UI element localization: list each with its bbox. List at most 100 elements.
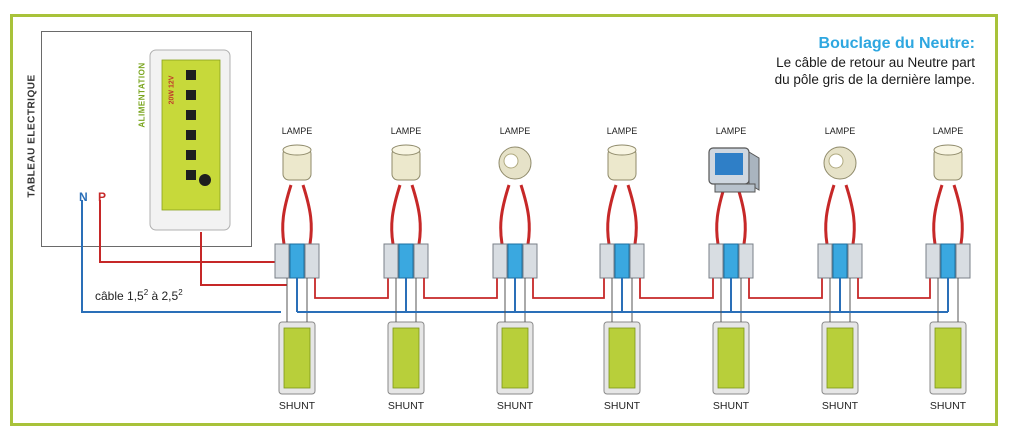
lamp-wire — [281, 184, 293, 245]
lamp-wire — [952, 184, 964, 245]
connector-grey — [708, 243, 724, 279]
shunt-plate — [934, 327, 962, 389]
terminal-screw-icon — [186, 70, 196, 80]
connector-grey — [413, 243, 429, 279]
lamp-wire — [735, 184, 747, 245]
lamp-label: LAMPE — [499, 126, 531, 136]
phase-wire — [99, 200, 287, 263]
power-supply-label: ALIMENTATION — [137, 62, 147, 128]
monitor-side — [748, 151, 760, 191]
shunt-plate — [283, 327, 311, 389]
shunt-plate — [392, 327, 420, 389]
cable-note-middle: à 2,5 — [148, 289, 179, 303]
cylinder-lamp-top — [607, 144, 637, 156]
lamp-label: LAMPE — [932, 126, 964, 136]
cylinder-lamp-top — [391, 144, 421, 156]
connector-grey — [383, 243, 399, 279]
info-title: Bouclage du Neutre: — [818, 35, 975, 52]
lamp-unit — [492, 146, 622, 395]
connector-grey — [599, 243, 615, 279]
connector-blue — [614, 243, 630, 279]
lamp-unit — [817, 146, 948, 395]
shunt-label: SHUNT — [496, 400, 534, 412]
shunt-plate — [717, 327, 745, 389]
monitor-screen — [715, 153, 743, 175]
phase-link-wire — [639, 278, 714, 299]
lamp-wire — [715, 184, 727, 245]
connector-grey — [629, 243, 645, 279]
lamp-wire — [499, 184, 511, 245]
phase-terminal-label: P — [98, 190, 107, 204]
logo-icon — [199, 174, 211, 186]
cable-note-prefix: câble 1,5 — [95, 289, 144, 303]
terminal-screw-icon — [186, 90, 196, 100]
connector-grey — [738, 243, 754, 279]
terminal-screw-icon — [186, 110, 196, 120]
lamp-label: LAMPE — [824, 126, 856, 136]
cylinder-lamp-top — [282, 144, 312, 156]
lamp-unit — [925, 144, 971, 395]
terminal-screw-icon — [186, 150, 196, 160]
lamp-wire — [519, 184, 531, 245]
terminal-screw-icon — [186, 170, 196, 180]
monitor-base — [714, 183, 756, 193]
connector-blue — [507, 243, 523, 279]
cable-note: câble 1,52 à 2,52 — [95, 288, 183, 303]
connector-blue — [723, 243, 739, 279]
spot-lamp-lens — [503, 153, 519, 169]
connector-blue — [289, 243, 305, 279]
cylinder-lamp-top — [933, 144, 963, 156]
power-supply-rating: 20W 12V — [168, 75, 176, 105]
info-line: Le câble de retour au Neutre part — [776, 55, 975, 70]
phase-link-wire — [748, 278, 823, 299]
lamp-label: LAMPE — [281, 126, 313, 136]
shunt-label: SHUNT — [712, 400, 750, 412]
shunt-label: SHUNT — [821, 400, 859, 412]
power-supply — [149, 49, 231, 231]
info-line: du pôle gris de la dernière lampe. — [774, 72, 975, 87]
lamp-wire — [844, 184, 856, 245]
lamp-wire — [410, 184, 422, 245]
cable-note-exp: 2 — [178, 288, 183, 297]
lamp-unit — [599, 144, 731, 395]
spot-lamp-lens — [828, 153, 844, 169]
lamp-unit — [383, 144, 515, 395]
lamp-wire — [932, 184, 944, 245]
connector-grey — [955, 243, 971, 279]
lamp-label: LAMPE — [606, 126, 638, 136]
info-box: Bouclage du Neutre: Le câble de retour a… — [775, 34, 975, 88]
connector-grey — [492, 243, 508, 279]
lamp-wire — [824, 184, 836, 245]
lamp-wire — [301, 184, 313, 245]
shunt-label: SHUNT — [603, 400, 641, 412]
shunt-plate — [826, 327, 854, 389]
neutral-wire — [81, 200, 281, 313]
shunt-label: SHUNT — [278, 400, 316, 412]
shunt-label: SHUNT — [929, 400, 967, 412]
lamp-unit — [708, 147, 840, 395]
connector-grey — [817, 243, 833, 279]
phase-wire-psu — [200, 232, 287, 286]
phase-link-wire — [857, 278, 931, 299]
lamp-wire — [606, 184, 618, 245]
cable-note-exp: 2 — [143, 288, 149, 297]
terminal-screw-icon — [186, 130, 196, 140]
connector-grey — [925, 243, 941, 279]
shunt-plate — [608, 327, 636, 389]
connector-grey — [522, 243, 538, 279]
connector-grey — [847, 243, 863, 279]
lamp-wire — [626, 184, 638, 245]
connector-blue — [398, 243, 414, 279]
shunt-label: SHUNT — [387, 400, 425, 412]
connector-grey — [304, 243, 320, 279]
connector-blue — [940, 243, 956, 279]
connector-blue — [832, 243, 848, 279]
neutral-terminal-label: N — [79, 190, 88, 204]
shunt-plate — [501, 327, 529, 389]
lamp-wire — [390, 184, 402, 245]
connector-grey — [274, 243, 290, 279]
lamp-label: LAMPE — [390, 126, 422, 136]
phase-link-wire — [314, 278, 389, 299]
lamp-unit — [274, 144, 406, 395]
